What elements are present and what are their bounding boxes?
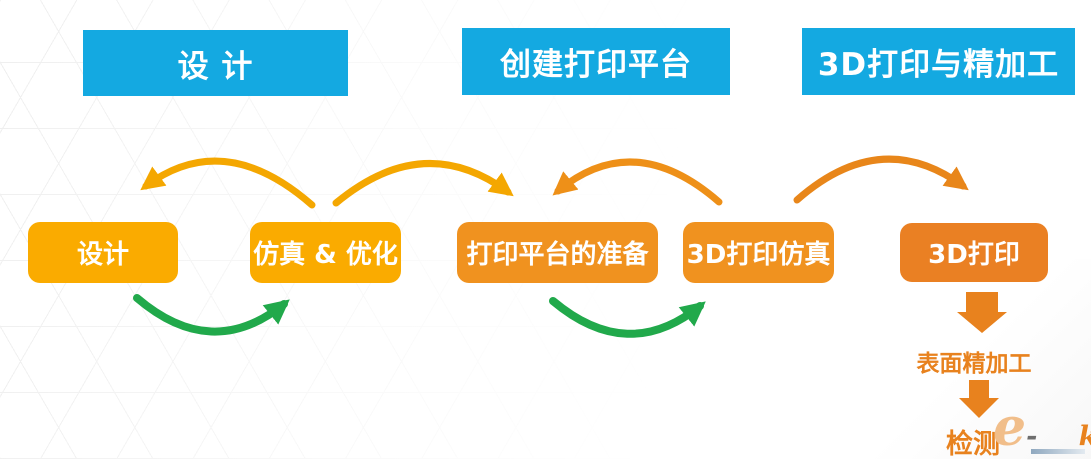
step-print-platform-preparation: 打印平台的准备 — [457, 222, 658, 283]
post-step-surface-finishing: 表面精加工 — [916, 351, 1032, 377]
eworks-logo-e: e — [993, 397, 1027, 458]
phase-header-3d-print-finishing: 3D打印与精加工 — [802, 28, 1075, 95]
step-label: 打印平台的准备 — [466, 240, 649, 270]
step-label: 仿真 & 优化 — [253, 240, 398, 270]
phase-header-design: 设 计 — [83, 30, 348, 96]
step-3d-print-simulation: 3D打印仿真 — [683, 222, 834, 283]
step-3d-print: 3D打印 — [900, 223, 1048, 282]
post-step-inspection: 检测 — [946, 429, 1000, 459]
eworks-logo-k: k — [1079, 421, 1091, 452]
eworks-logo-underline — [1031, 449, 1085, 454]
phase-header-label: 创建打印平台 — [500, 47, 692, 83]
step-simulation-optimization: 仿真 & 优化 — [250, 222, 401, 283]
corner-shade — [791, 259, 1091, 459]
step-label: 3D打印 — [928, 240, 1020, 270]
phase-header-create-print-platform: 创建打印平台 — [462, 28, 730, 95]
eworks-watermark: e -wor k s — [993, 397, 1091, 459]
phase-header-label: 3D打印与精加工 — [817, 47, 1060, 83]
eworks-logo-wor: -wor — [1026, 421, 1079, 459]
phase-header-label: 设 计 — [177, 48, 254, 85]
step-label: 3D打印仿真 — [686, 240, 831, 270]
step-design: 设计 — [28, 222, 178, 283]
step-label: 设计 — [76, 240, 129, 270]
